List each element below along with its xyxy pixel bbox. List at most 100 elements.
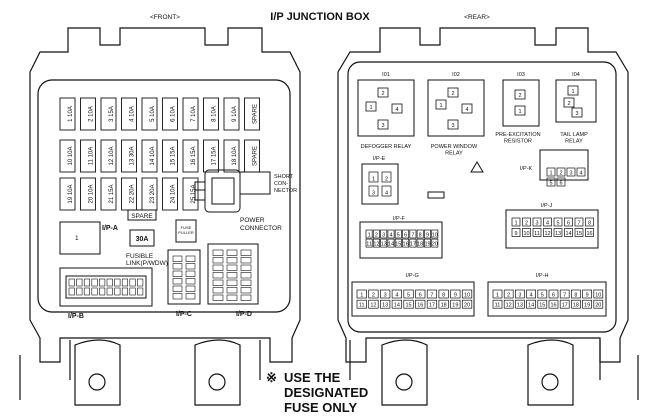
note-line-1: USE THE bbox=[284, 370, 341, 385]
ipb-pin bbox=[114, 278, 121, 287]
relay-pin-number: 3 bbox=[575, 111, 578, 117]
short-connector bbox=[194, 169, 271, 213]
iph-pin bbox=[582, 299, 592, 309]
ipg-pin bbox=[426, 289, 438, 299]
ipf-connector bbox=[359, 221, 443, 259]
ipj-pin bbox=[522, 228, 531, 237]
ipg-pin-number: 19 bbox=[452, 303, 458, 309]
ipg-pin-number: 20 bbox=[464, 303, 470, 309]
ipk-pin-number: 6 bbox=[559, 181, 562, 187]
triangle-mark bbox=[470, 161, 484, 173]
ipd-pin bbox=[226, 287, 238, 294]
fuse-label: 14 10A bbox=[150, 146, 156, 165]
ipg-pin bbox=[438, 289, 449, 299]
iph-pin-number: 18 bbox=[573, 303, 579, 309]
fuse-slot bbox=[121, 97, 137, 131]
relay-pin-number: 1 bbox=[369, 105, 372, 111]
relay-pin bbox=[563, 97, 575, 108]
ipf-label: I/P-F bbox=[393, 216, 406, 222]
relay-pin bbox=[567, 85, 579, 96]
ipd-pin bbox=[240, 279, 252, 286]
iph-pin bbox=[526, 289, 536, 299]
ipc-pin bbox=[185, 255, 196, 262]
ipk-pin bbox=[556, 167, 566, 177]
ipg-pin-number: 16 bbox=[417, 303, 423, 309]
iph-pin bbox=[548, 289, 559, 299]
iph-pin bbox=[515, 299, 525, 309]
iph-pin-number: 2 bbox=[507, 293, 510, 299]
ipf-pin-number: 10 bbox=[432, 233, 438, 239]
relay-pin bbox=[377, 119, 389, 130]
ipf-pin bbox=[394, 238, 402, 248]
center-slot bbox=[427, 191, 445, 199]
ipg-pin bbox=[368, 289, 379, 299]
ipj-pin bbox=[574, 217, 584, 227]
ipf-pin bbox=[387, 229, 395, 239]
ipk-pin-number: 2 bbox=[559, 171, 562, 177]
ipa-pin-1: 1 bbox=[75, 235, 79, 242]
ipj-pin-number: 15 bbox=[576, 231, 582, 237]
iph-pin-number: 6 bbox=[552, 293, 555, 299]
fuse-slot bbox=[80, 177, 96, 211]
ipg-pin-number: 18 bbox=[441, 303, 447, 309]
iph-pin-number: 15 bbox=[539, 303, 545, 309]
ipg-pin bbox=[403, 299, 414, 309]
ipb-pin bbox=[76, 278, 83, 287]
ipj-pin-number: 1 bbox=[514, 221, 517, 227]
ipf-pin bbox=[431, 238, 439, 248]
ipg-pin bbox=[391, 299, 402, 309]
ipc-pin bbox=[172, 263, 183, 270]
fuse-slot bbox=[141, 139, 158, 173]
ipg-pin-number: 13 bbox=[382, 303, 388, 309]
fuse-label: SPARE bbox=[253, 104, 259, 124]
ipk-pin bbox=[576, 167, 586, 177]
ipc-pin bbox=[172, 255, 183, 262]
fuse-label: 13 30A bbox=[130, 146, 136, 165]
ipf-pin-number: 8 bbox=[419, 233, 422, 239]
ipk-pin bbox=[546, 167, 556, 177]
ipb-pin bbox=[121, 278, 128, 287]
ipf-pin-number: 11 bbox=[366, 242, 372, 248]
relay-pin-number: 2 bbox=[567, 101, 570, 107]
iph-pin-number: 7 bbox=[563, 293, 566, 299]
fuse-label: 18 10A bbox=[232, 146, 238, 165]
fuse-label: 17 15A bbox=[212, 146, 218, 165]
fuse-slot bbox=[100, 139, 117, 173]
fuse-label: 9 10A bbox=[232, 106, 238, 122]
fuse-label: 25 15A bbox=[191, 184, 197, 203]
fuse-puller bbox=[175, 219, 197, 243]
ipg-pin bbox=[438, 299, 449, 309]
ipb-pin bbox=[83, 278, 90, 287]
ipk-connector bbox=[539, 149, 589, 181]
ipg-pin bbox=[356, 299, 367, 309]
ipg-pin-number: 3 bbox=[384, 293, 387, 299]
relay-pin-number: 2 bbox=[381, 91, 384, 97]
ipb-pin bbox=[99, 278, 106, 287]
ipj-pin-number: 10 bbox=[523, 231, 529, 237]
ipf-pin-number: 15 bbox=[395, 242, 401, 248]
ipf-pin bbox=[402, 229, 410, 239]
fuse-slot bbox=[162, 177, 178, 211]
ipj-pin bbox=[553, 217, 563, 227]
ipa-label: I/P-A bbox=[102, 225, 118, 232]
fuse-label: 4 10A bbox=[130, 106, 136, 122]
fuse-slot bbox=[203, 139, 219, 173]
ipb-pin bbox=[68, 278, 75, 287]
ipj-pin bbox=[585, 217, 594, 227]
ipj-pin bbox=[585, 228, 594, 237]
relay-pin bbox=[365, 101, 377, 112]
ipe-pin-number: 2 bbox=[385, 177, 388, 183]
relay-pin-number: 1 bbox=[439, 103, 442, 109]
fuse-slot bbox=[59, 139, 76, 173]
ipj-pin bbox=[522, 217, 531, 227]
ipe-pin bbox=[368, 171, 379, 183]
ipk-pin bbox=[566, 167, 576, 177]
iph-pin-number: 5 bbox=[541, 293, 544, 299]
fuse-slot bbox=[100, 177, 117, 211]
relay-id: I04 bbox=[572, 72, 580, 78]
iph-pin-number: 17 bbox=[562, 303, 568, 309]
iph-pin-number: 16 bbox=[550, 303, 556, 309]
